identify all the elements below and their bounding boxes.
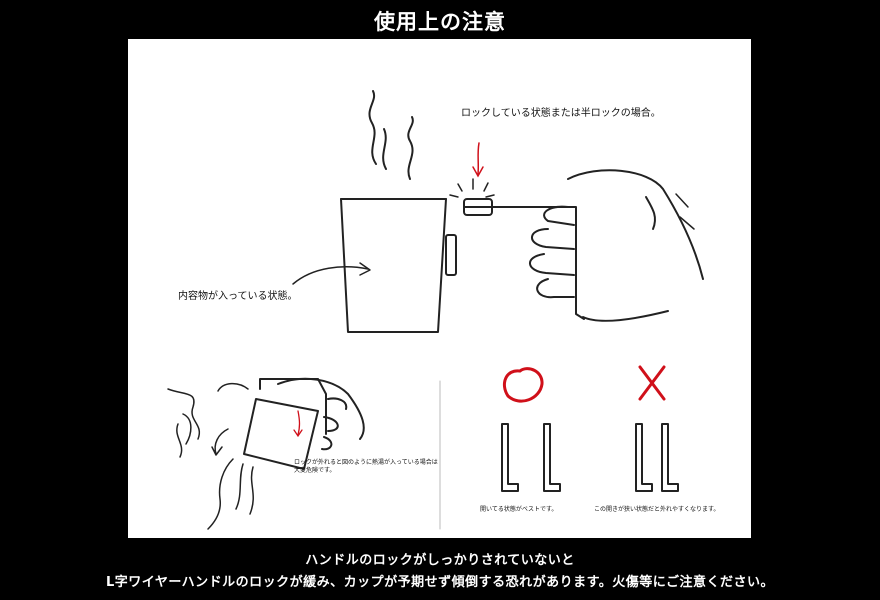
drip-arrow-icon: [297, 410, 301, 436]
correct-caption: 開いてる状態がベストです。: [480, 506, 558, 513]
hand-icon: [529, 169, 704, 322]
page-title: 使用上の注意: [374, 10, 506, 34]
warning-line-2: L字ワイヤーハンドルのロックが緩み、カップが予期せず傾倒する恐れがあります。火傷…: [105, 575, 775, 590]
correct-circle-icon: [503, 367, 544, 403]
handle-wrong-left: [635, 423, 653, 492]
contents-note: 内容物が入っている状態。: [178, 291, 298, 302]
usage-illustration: [167, 90, 704, 530]
tilt-warning-note: ロックが外れると図のように熱湯が入っている場合は 大変危険です。: [294, 459, 438, 475]
lock-state-note: ロックしている状態または半ロックの場合。: [461, 108, 661, 119]
wrong-cross-icon: [638, 365, 666, 401]
tilted-cup-icon: [243, 398, 319, 470]
handle-wrong-right: [661, 423, 679, 492]
handle-correct-left: [501, 423, 519, 492]
wrong-caption: この開きが狭い状態だと外れやすくなります。: [594, 506, 720, 513]
wire-handle-icon: [463, 206, 585, 320]
warning-line-1: ハンドルのロックがしっかりされていないと: [305, 553, 575, 568]
tilt-warning-line2: 大変危険です。: [294, 466, 336, 474]
lock-clip-icon: [463, 198, 493, 216]
illustration-panel: ロックしている状態または半ロックの場合。 内容物が入っている状態。 ロックが外れ…: [128, 39, 751, 538]
handle-correct-right: [543, 423, 561, 492]
tilt-warning-line1: ロックが外れると図のように熱湯が入っている場合は: [294, 459, 438, 466]
lock-indicator-arrow-icon: [477, 142, 480, 175]
steam-icon: [368, 90, 387, 170]
cup-icon: [340, 198, 447, 333]
